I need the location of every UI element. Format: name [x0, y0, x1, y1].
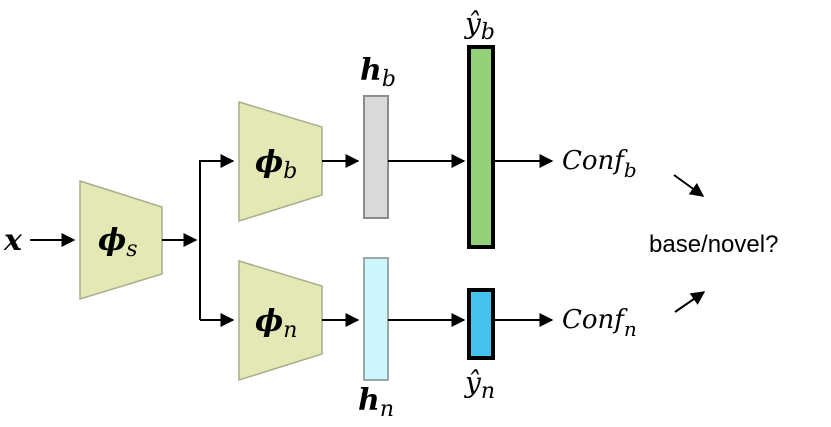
shared-encoder-label: ϕs [98, 223, 138, 262]
base-output-label: ŷb [463, 7, 495, 45]
novel-feature-bar [363, 257, 389, 381]
input-x-label: x [3, 223, 23, 258]
arrow-base-conf-to-decision [673, 174, 705, 197]
shared-encoder-trapezoid [79, 179, 163, 301]
novel-conf-label: Confn [562, 305, 637, 341]
base-output-bar [467, 45, 495, 249]
novel-encoder-trapezoid [238, 259, 323, 382]
base-conf-label: Confb [562, 146, 637, 182]
novel-encoder-label: ϕn [255, 304, 297, 343]
novel-feature-label: hn [358, 383, 394, 422]
base-encoder-label: ϕb [255, 145, 297, 184]
base-encoder-trapezoid [238, 100, 323, 223]
novel-output-label: ŷn [463, 366, 495, 404]
novel-output-bar [467, 288, 495, 360]
arrow-novel-conf-to-decision [674, 291, 706, 313]
base-feature-label: hb [360, 53, 396, 92]
decision-label: base/novel? [649, 231, 778, 258]
base-feature-bar [363, 95, 389, 219]
